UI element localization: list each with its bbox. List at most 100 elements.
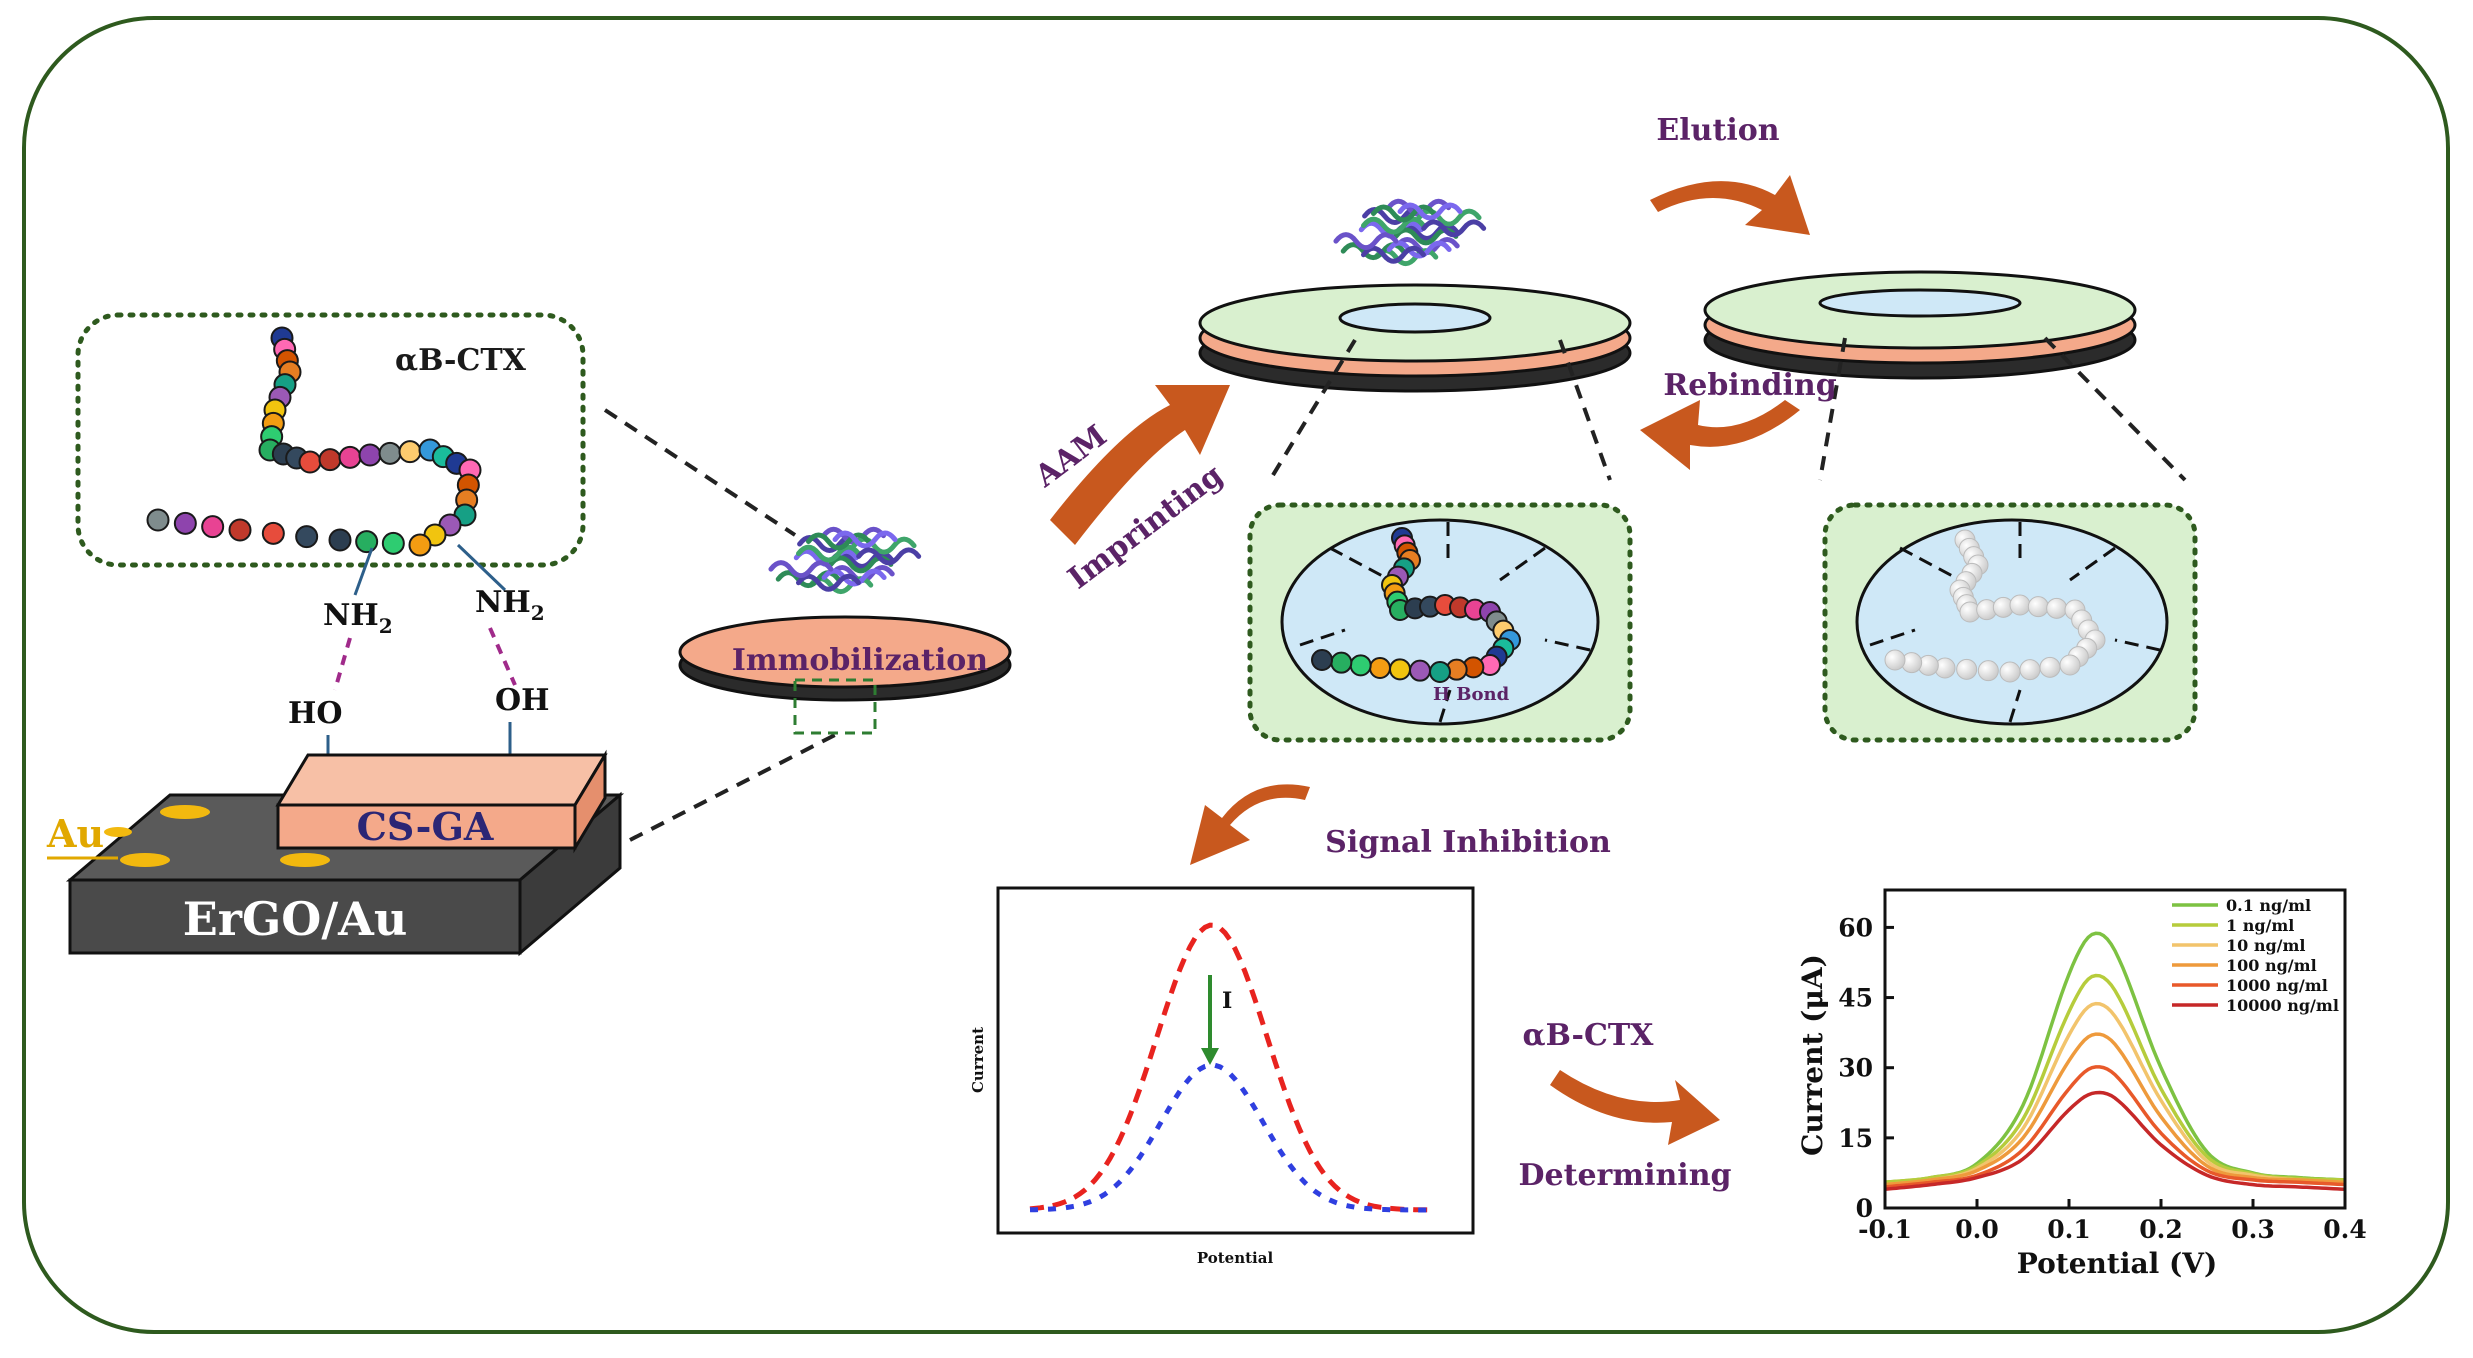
bead bbox=[1369, 657, 1391, 679]
zoom-line-top bbox=[603, 408, 797, 537]
legend-label: 1000 ng/ml bbox=[2226, 976, 2328, 995]
bead bbox=[1349, 654, 1372, 677]
protein-ribbon bbox=[805, 532, 871, 551]
zoom-line bbox=[2043, 336, 2187, 482]
zoom-region-marker bbox=[793, 678, 877, 735]
y-tick-label: 60 bbox=[1838, 913, 1873, 942]
protein-ribbon bbox=[1361, 216, 1427, 235]
x-tick-label: 0.4 bbox=[2323, 1215, 2367, 1244]
legend-label: 100 ng/ml bbox=[2226, 956, 2317, 975]
sketch-chart-frame bbox=[996, 886, 1475, 1235]
x-tick-label: 0.0 bbox=[1955, 1215, 1999, 1244]
bead bbox=[1956, 658, 1978, 680]
oh-label: OH bbox=[495, 683, 549, 718]
legend-label: 0.1 ng/ml bbox=[2226, 896, 2311, 915]
bead bbox=[2046, 597, 2068, 619]
inhibition-annotation: I bbox=[1222, 988, 1232, 1014]
zoom-line bbox=[1818, 337, 1847, 481]
bead bbox=[1977, 660, 1999, 682]
bead bbox=[146, 508, 170, 532]
x-tick-label: -0.1 bbox=[1858, 1215, 1912, 1244]
protein-ribbon bbox=[796, 544, 862, 563]
sketch-curve-before bbox=[1029, 922, 1431, 1213]
hbond-right bbox=[488, 627, 517, 686]
bead bbox=[1409, 659, 1431, 682]
ab-ctx-chain bbox=[146, 326, 482, 557]
protein-ribbon bbox=[1386, 198, 1452, 217]
protein-ribbon bbox=[832, 530, 898, 549]
bead bbox=[1311, 649, 1333, 671]
x-tick-label: 0.1 bbox=[2047, 1215, 2091, 1244]
bead bbox=[358, 443, 382, 467]
x-tick-label: 0.2 bbox=[2139, 1215, 2183, 1244]
bead bbox=[318, 448, 342, 472]
empty-imprint-chain bbox=[1884, 529, 2106, 683]
determining-arrow bbox=[1550, 1070, 1720, 1145]
dpv-ylabel: Current (μA) bbox=[1796, 954, 1829, 1156]
legend-label: 10000 ng/ml bbox=[2226, 996, 2339, 1015]
au-dot bbox=[120, 853, 170, 867]
eluted-disc bbox=[1703, 270, 2137, 380]
bound-ab-ctx-chain bbox=[1311, 527, 1521, 683]
bond-nh2-left bbox=[353, 547, 374, 596]
hbond-left bbox=[333, 637, 352, 691]
bead bbox=[228, 518, 252, 542]
elution-label: Elution bbox=[1656, 113, 1779, 148]
bead bbox=[338, 445, 362, 469]
legend-label: 10 ng/ml bbox=[2226, 936, 2306, 955]
protein-ribbon bbox=[821, 526, 887, 545]
protein-structure bbox=[768, 526, 922, 595]
y-tick-label: 0 bbox=[1856, 1194, 1873, 1223]
protein-ribbon bbox=[768, 560, 834, 579]
dpv-xlabel: Potential (V) bbox=[2017, 1247, 2217, 1280]
sketch-ylabel: Current bbox=[969, 1027, 987, 1093]
zoom-line-bottom bbox=[629, 733, 836, 842]
nh2-left: NH2 bbox=[323, 598, 393, 638]
cs-ga-layer bbox=[275, 749, 608, 854]
bead bbox=[1389, 658, 1411, 681]
ho-label: HO bbox=[288, 696, 342, 731]
y-tick-label: 15 bbox=[1838, 1124, 1873, 1153]
bead bbox=[1999, 661, 2021, 683]
protein-ribbon bbox=[1333, 232, 1399, 251]
protein-ribbon bbox=[1360, 245, 1426, 264]
bead bbox=[2059, 654, 2081, 676]
cs-ga-label: CS-GA bbox=[357, 804, 494, 849]
immobilization-disc bbox=[678, 615, 1012, 702]
elution-arrow bbox=[1650, 175, 1810, 235]
protein-ribbon bbox=[1397, 202, 1463, 221]
signal-sketch-chart: I Potential Current bbox=[969, 886, 1475, 1267]
protein-ribbon bbox=[1421, 219, 1487, 238]
bead bbox=[1330, 651, 1353, 674]
au-dot bbox=[104, 827, 132, 837]
imprinted-disc bbox=[1198, 283, 1632, 393]
imprinting-arrow bbox=[1050, 385, 1230, 545]
series-line bbox=[1884, 1001, 2346, 1187]
protein-ribbon bbox=[821, 568, 887, 587]
au-dot bbox=[280, 853, 330, 867]
au-dot bbox=[160, 805, 210, 819]
signal-inhibition-arrow bbox=[1190, 784, 1310, 865]
bead bbox=[408, 533, 432, 557]
sketch-xlabel: Potential bbox=[1197, 1249, 1274, 1267]
bead bbox=[1429, 661, 1451, 683]
bead bbox=[378, 441, 402, 465]
h-bond-label: H Bond bbox=[1433, 684, 1510, 705]
bead bbox=[328, 528, 352, 552]
protein-structure bbox=[1333, 198, 1487, 267]
bead bbox=[398, 440, 422, 464]
series-line bbox=[1884, 1090, 2346, 1192]
au-label: Au bbox=[46, 811, 104, 856]
immobilization-label: Immobilization bbox=[732, 643, 988, 678]
nh2-right: NH2 bbox=[475, 585, 545, 625]
cavity-dividers bbox=[1299, 522, 1591, 723]
protein-ribbon bbox=[1370, 204, 1436, 223]
bead bbox=[201, 515, 225, 539]
bead bbox=[2027, 596, 2049, 618]
x-tick-label: 0.3 bbox=[2231, 1215, 2275, 1244]
cavity-dividers bbox=[1869, 522, 2161, 723]
protein-ribbon bbox=[856, 547, 922, 566]
